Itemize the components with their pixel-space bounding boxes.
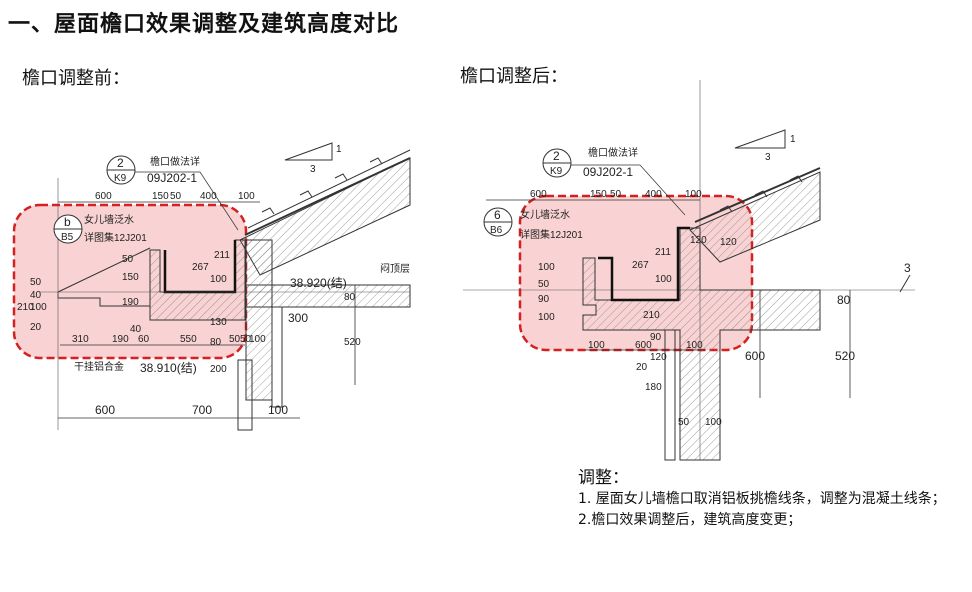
- dim: 400: [200, 191, 217, 202]
- before-roof: [239, 149, 411, 276]
- dim: 267: [632, 260, 649, 271]
- dim: 600: [95, 191, 112, 202]
- after-slope-run: 3: [765, 152, 771, 163]
- dim: 100: [685, 189, 702, 200]
- dim: 90: [538, 294, 550, 305]
- dim: 190: [122, 297, 139, 308]
- before-detail-sheet: K9: [114, 173, 127, 184]
- after-detail-num: 2: [553, 149, 560, 163]
- dim: 100: [655, 274, 672, 285]
- after-dim-80: 80: [837, 293, 851, 307]
- attic-label: 闷顶层: [380, 262, 410, 275]
- cladding-label: 干挂铝合金: [74, 360, 124, 373]
- dim: 20: [636, 362, 648, 373]
- dim: 40: [130, 324, 142, 335]
- dim: 50: [538, 279, 550, 290]
- dim-300: 300: [288, 311, 308, 325]
- adjustment-notes: 调整： 1. 屋面女儿墙檐口取消铝板挑檐线条，调整为混凝土线条； 2.檐口效果调…: [578, 468, 968, 531]
- note-item: 2.檐口效果调整后，建筑高度变更；: [578, 512, 802, 528]
- dim: 100: [686, 340, 703, 351]
- dim: 100: [238, 191, 255, 202]
- dim: 100: [268, 403, 288, 417]
- dim: 600: [95, 403, 115, 417]
- dim: 211: [655, 247, 671, 258]
- after-heading: 檐口调整后：: [460, 66, 568, 87]
- before-flash-atlas: 详图集12J201: [84, 231, 147, 244]
- before-elev-top: 38.920(结): [290, 276, 347, 290]
- before-heading: 檐口调整前：: [22, 68, 130, 89]
- dim: 90: [650, 332, 662, 343]
- after-detail-atlas: 09J202-1: [583, 165, 633, 179]
- after-detail-sheet: K9: [550, 166, 563, 177]
- dim: 100: [705, 417, 722, 428]
- dim: 550: [180, 334, 197, 345]
- dim-520: 520: [344, 337, 361, 348]
- before-drawing: 1 3 2 K9 檐口做法详 09J202-1 b B5 女儿墙泛水 详图集12…: [12, 142, 411, 431]
- dim: 60: [138, 334, 150, 345]
- before-elev-bottom: 38.910(结): [140, 361, 197, 375]
- dim: 100: [249, 334, 266, 345]
- dim: 50: [170, 191, 182, 202]
- after-flash-note: 女儿墙泛水: [520, 208, 570, 221]
- after-detail-note: 檐口做法详: [588, 146, 638, 159]
- before-detail-atlas: 09J202-1: [147, 171, 197, 185]
- notes-heading: 调整：: [578, 468, 629, 488]
- dim: 600: [635, 340, 652, 351]
- dim: 20: [30, 322, 42, 333]
- dim: 211: [214, 250, 230, 261]
- dim: 50: [229, 334, 241, 345]
- dim: 150: [152, 191, 169, 202]
- dim: 50: [610, 189, 622, 200]
- dim: 310: [72, 334, 89, 345]
- dim: 100: [538, 312, 555, 323]
- before-slope-rise: 1: [336, 144, 342, 155]
- after-dim-520: 520: [835, 349, 855, 363]
- dim: 180: [645, 382, 662, 393]
- dim: 120: [720, 237, 737, 248]
- after-drawing: 1 3 2 K9 檐口做法详 09J202-1 6 B6 女儿墙泛水 详图集12…: [463, 80, 915, 461]
- before-flash-num: b: [64, 215, 71, 229]
- dim: 150: [590, 189, 607, 200]
- dim: 50: [122, 254, 134, 265]
- before-slope-run: 3: [310, 164, 316, 175]
- dim: 100: [210, 274, 227, 285]
- dim: 190: [112, 334, 129, 345]
- before-flash-sheet: B5: [61, 232, 74, 243]
- dim: 130: [210, 317, 227, 328]
- dim: 150: [122, 272, 139, 283]
- dim: 120: [690, 235, 707, 246]
- dim: 100: [588, 340, 605, 351]
- dim: 120: [650, 352, 667, 363]
- dim: 200: [210, 364, 227, 375]
- dim: 400: [645, 189, 662, 200]
- dim: 50: [678, 417, 690, 428]
- dim: 40: [30, 290, 42, 301]
- dim: 700: [192, 403, 212, 417]
- after-flash-sheet: B6: [490, 225, 503, 236]
- after-flash-num: 6: [494, 208, 501, 222]
- after-level-mark: 3: [904, 261, 911, 275]
- after-slope-rise: 1: [790, 134, 796, 145]
- dim: 210: [643, 310, 660, 321]
- note-item: 1. 屋面女儿墙檐口取消铝板挑檐线条，调整为混凝土线条；: [578, 491, 946, 507]
- dim: 80: [210, 337, 222, 348]
- dim: 267: [192, 262, 209, 273]
- dim: 100: [30, 302, 47, 313]
- dim: 600: [530, 189, 547, 200]
- after-dim-600: 600: [745, 349, 765, 363]
- dim: 50: [240, 334, 252, 345]
- before-detail-note: 檐口做法详: [150, 155, 200, 168]
- dim: 50: [30, 277, 42, 288]
- after-flash-atlas: 详图集12J201: [520, 228, 583, 241]
- dim-80: 80: [344, 292, 356, 303]
- dim: 100: [538, 262, 555, 273]
- before-flash-note: 女儿墙泛水: [84, 213, 134, 226]
- dim: 210: [17, 302, 34, 313]
- page-title: 一、屋面檐口效果调整及建筑高度对比: [8, 12, 400, 37]
- before-detail-num: 2: [117, 156, 124, 170]
